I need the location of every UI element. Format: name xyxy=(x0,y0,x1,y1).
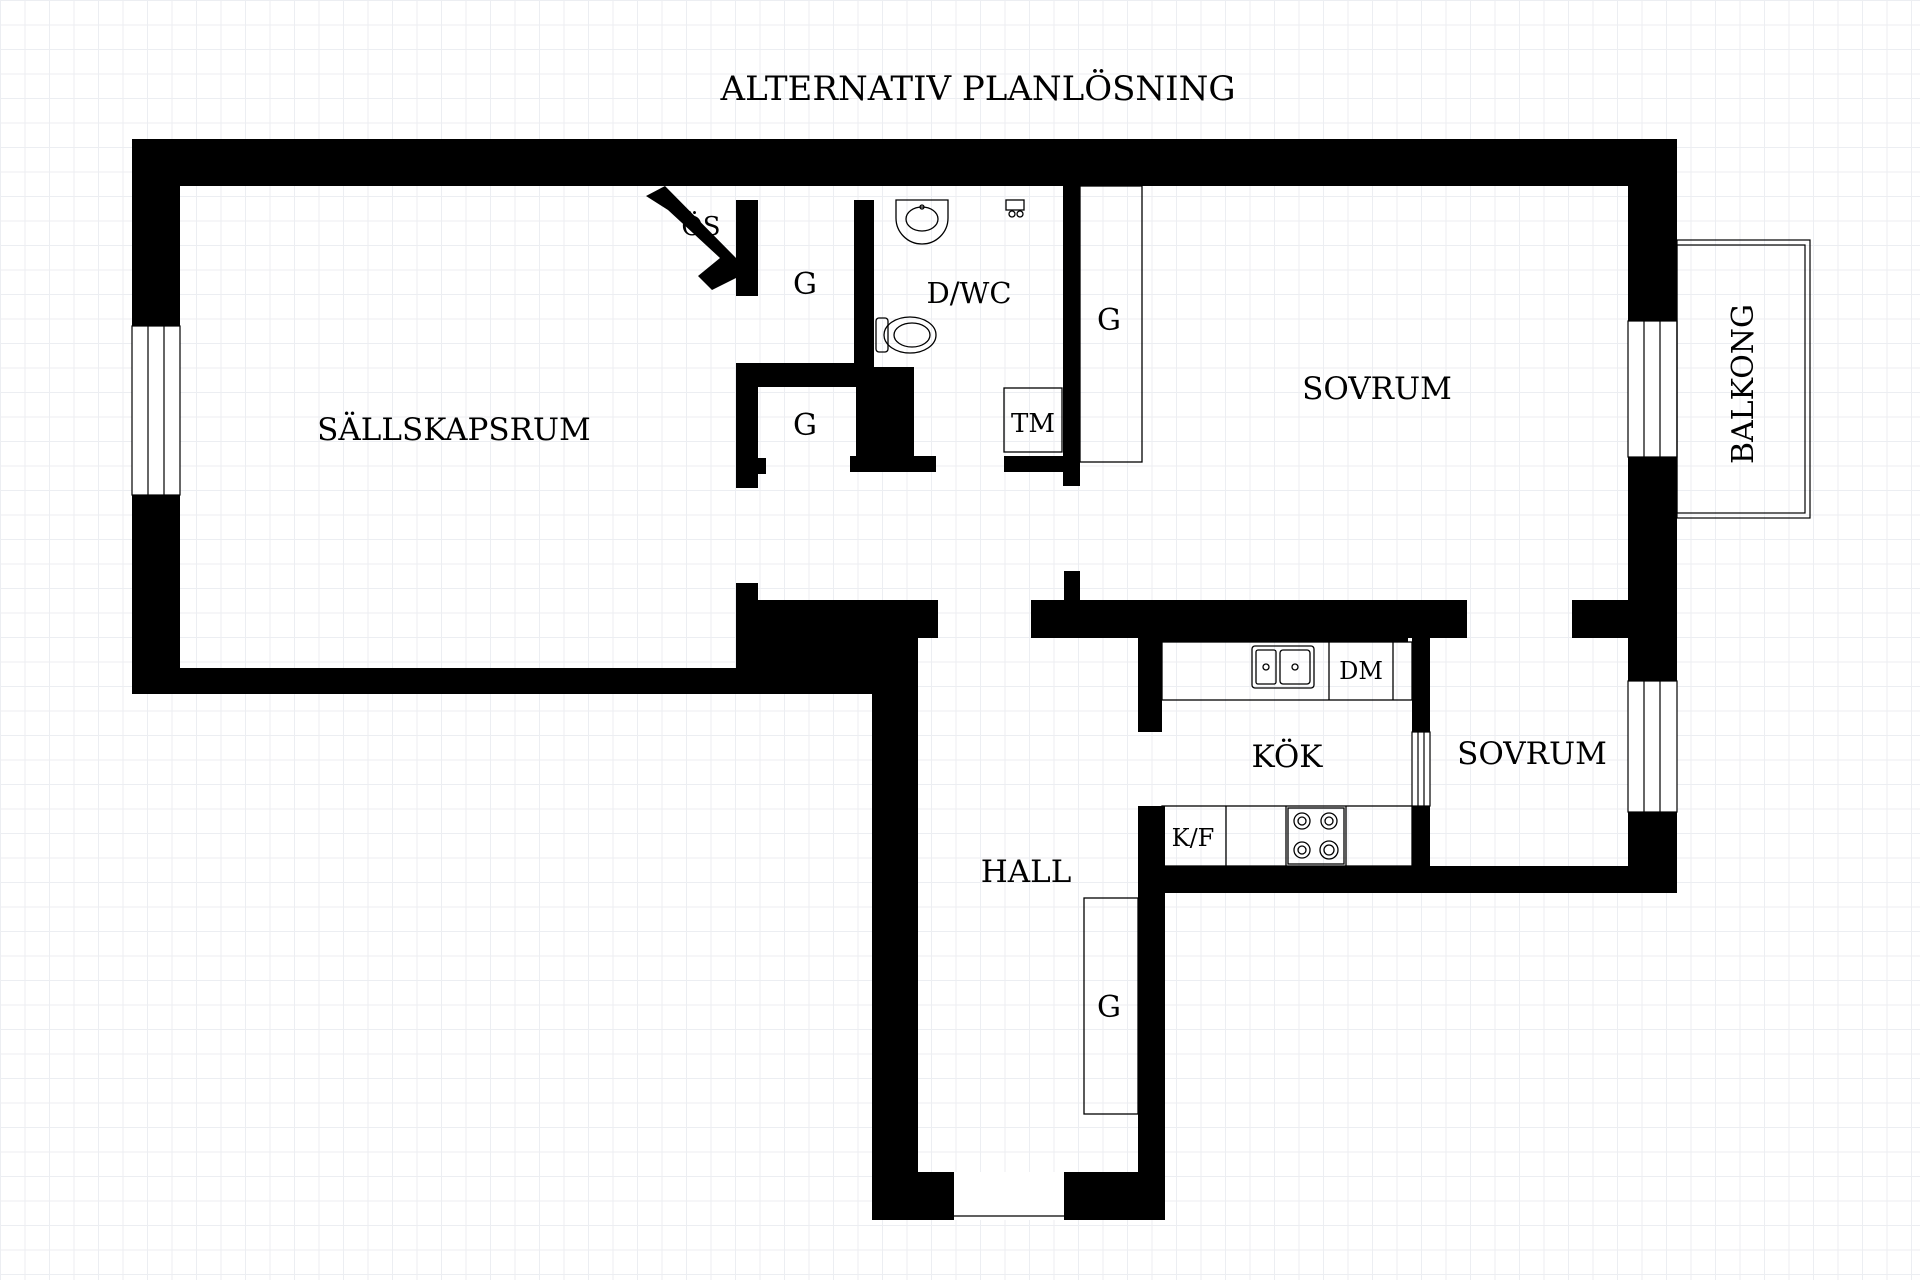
fixtures xyxy=(664,185,1413,1115)
wall-bedroom-stub xyxy=(1572,600,1632,638)
tm-box xyxy=(1003,387,1063,453)
sink-icon xyxy=(1251,645,1315,689)
window-bedroom-large xyxy=(1627,320,1678,458)
wall-stub-living xyxy=(736,583,758,673)
wall-hall-left xyxy=(872,600,918,1220)
room-label-balkong: BALKONG xyxy=(1726,304,1761,464)
fixture-label-dm: DM xyxy=(1339,657,1383,685)
wall-bath-bottom-right xyxy=(1004,456,1080,472)
wall-bath-bottom-left xyxy=(850,456,936,472)
room-label-sovrum-small: SOVRUM xyxy=(1457,736,1607,772)
fixture-label-g-upper: G xyxy=(793,267,817,302)
fixture-label-g-sovrum: G xyxy=(1097,303,1121,338)
wall-g-left-lower xyxy=(736,363,758,488)
hall-entrance xyxy=(954,1172,1064,1220)
wall-top xyxy=(132,139,1677,186)
wall-chimney xyxy=(856,367,914,472)
shower-icon xyxy=(1005,199,1025,218)
window-living xyxy=(131,325,181,496)
room-label-kok: KÖK xyxy=(1252,737,1324,775)
plan-title: ALTERNATIV PLANLÖSNING xyxy=(720,68,1236,109)
washbasin-icon xyxy=(895,199,949,245)
wall-os-diagonal xyxy=(646,186,736,290)
wall-bottom-right xyxy=(1138,866,1677,893)
walls xyxy=(132,139,1677,1220)
wall-right-b xyxy=(1628,457,1677,681)
room-label-hall: HALL xyxy=(981,854,1072,890)
wall-left-upper xyxy=(132,139,180,326)
stove-icon xyxy=(1287,807,1345,865)
wardrobe-hall xyxy=(1083,897,1139,1115)
wall-right-a xyxy=(1628,139,1677,321)
fixture-label-g-lower: G xyxy=(793,408,817,443)
os-cabinet-edge xyxy=(664,195,713,249)
fixture-label-kf: K/F xyxy=(1172,824,1215,852)
windows xyxy=(131,320,1678,1220)
wall-kitchen-left-upper xyxy=(1138,636,1162,732)
kitchen-counter-top xyxy=(1161,641,1413,701)
fixture-label-tm: TM xyxy=(1011,409,1055,439)
wall-bath-right xyxy=(1063,186,1080,486)
labels: SÄLLSKAPSRUM SOVRUM SOVRUM KÖK HALL D/WC… xyxy=(317,210,1761,1025)
window-kitchen-internal xyxy=(1411,731,1431,807)
wall-left-lower xyxy=(132,495,180,694)
kitchen-counter-bottom xyxy=(1161,805,1413,867)
wall-kitchen-inner-top xyxy=(1138,636,1408,642)
room-label-sovrum-large: SOVRUM xyxy=(1302,371,1452,407)
fixture-label-g-hall: G xyxy=(1097,990,1121,1025)
wall-hall-bottom-left xyxy=(872,1172,954,1220)
wall-right-c xyxy=(1628,812,1677,893)
wall-stub-hall xyxy=(1064,571,1080,606)
wall-bath-left xyxy=(854,200,874,385)
fixture-label-os: ÖS xyxy=(681,210,720,242)
window-bedroom-small xyxy=(1627,680,1678,813)
room-label-dwc: D/WC xyxy=(926,276,1011,310)
balcony xyxy=(1676,239,1811,519)
toilet-icon xyxy=(875,316,937,354)
wall-kitchen-top xyxy=(1031,600,1467,638)
wall-living-bottom xyxy=(132,668,872,694)
room-label-sallskapsrum: SÄLLSKAPSRUM xyxy=(317,410,591,448)
wall-g-stub xyxy=(736,458,766,474)
wardrobe-sovrum xyxy=(1079,185,1143,463)
wall-os-vertical xyxy=(736,200,758,296)
wall-kitchen-left-lower xyxy=(1138,806,1162,876)
